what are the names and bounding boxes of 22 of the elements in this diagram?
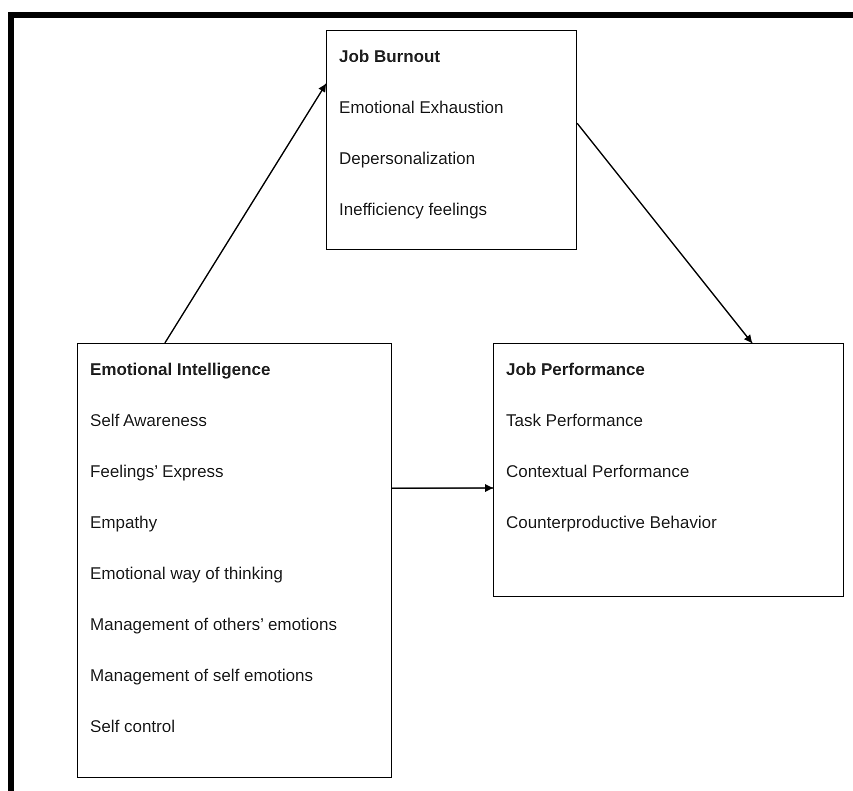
dimension-item: Inefficiency feelings xyxy=(339,200,488,220)
box-heading: Emotional Intelligence xyxy=(90,360,272,380)
dimension-item: Counterproductive Behavior xyxy=(506,513,718,533)
dimension-item: Self control xyxy=(90,717,176,737)
concept-box xyxy=(77,343,392,778)
dimension-item: Task Performance xyxy=(506,411,644,431)
dimension-item: Depersonalization xyxy=(339,149,476,169)
dimension-item: Contextual Performance xyxy=(506,462,690,482)
dimension-item: Empathy xyxy=(90,513,158,533)
box-heading: Job Performance xyxy=(506,360,646,380)
concept-box xyxy=(493,343,844,597)
box-heading: Job Burnout xyxy=(339,47,442,67)
concept-box xyxy=(326,30,577,250)
arrow xyxy=(392,484,493,492)
arrow xyxy=(576,122,753,344)
dimension-item: Management of self emotions xyxy=(90,666,314,686)
arrow xyxy=(164,84,327,344)
dimension-item: Management of others’ emotions xyxy=(90,615,338,635)
dimension-item: Self Awareness xyxy=(90,411,208,431)
dimension-item: Emotional Exhaustion xyxy=(339,98,504,118)
dimension-item: Emotional way of thinking xyxy=(90,564,284,584)
dimension-item: Feelings’ Express xyxy=(90,462,225,482)
